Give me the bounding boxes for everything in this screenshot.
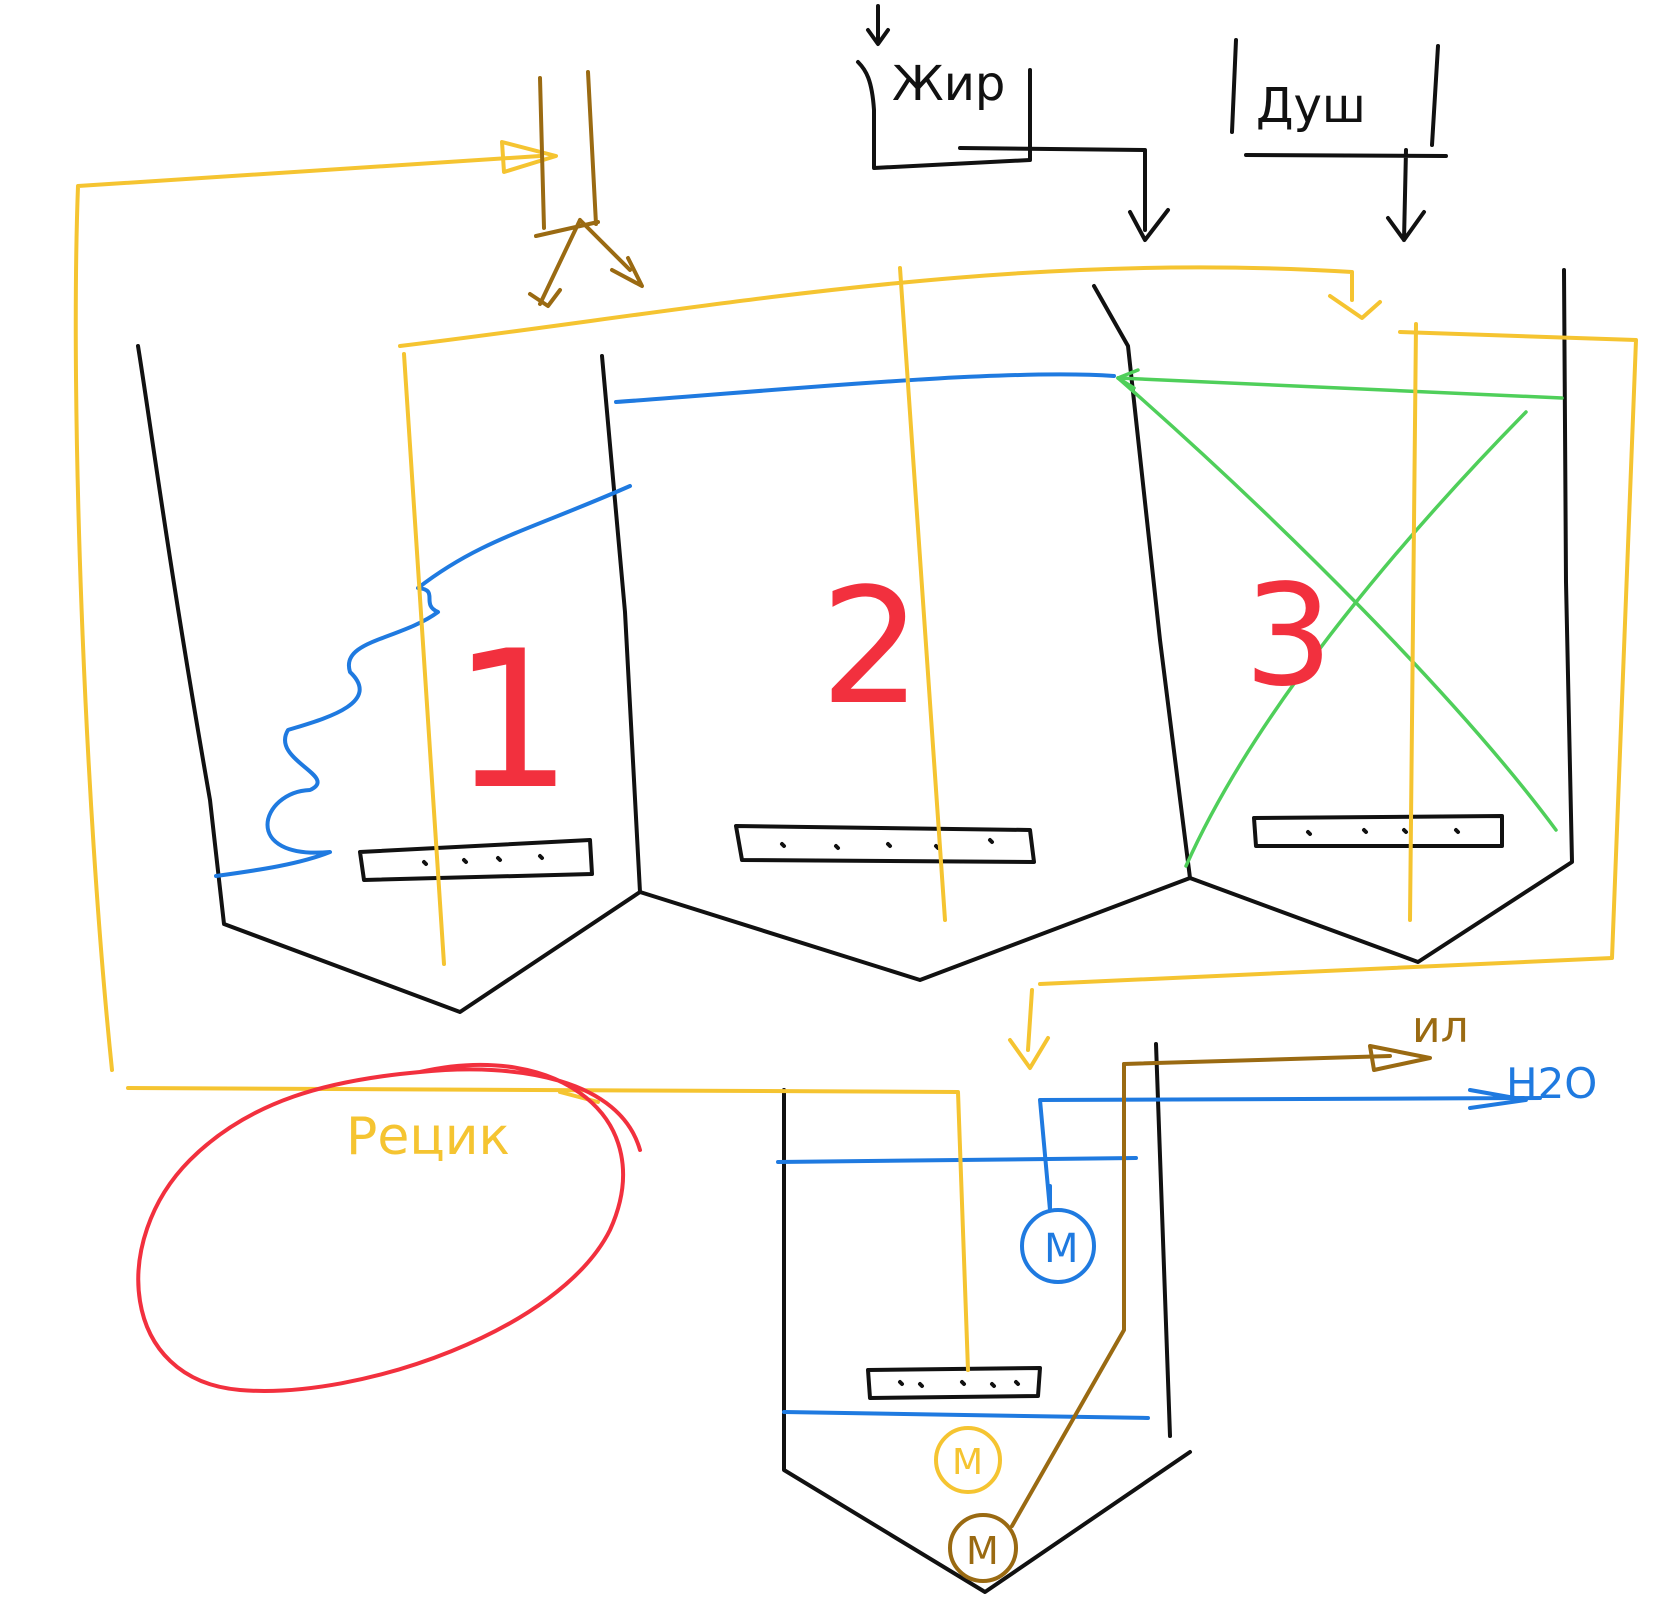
source-right-label: Душ (1256, 78, 1366, 134)
sludge-lines (528, 70, 1432, 1528)
diffuser-tank-1 (358, 838, 594, 882)
motor-yellow-label: M (952, 1442, 983, 1483)
recirc-label: Рецик (346, 1107, 510, 1167)
recirculation-lines (73, 140, 1638, 1372)
highlight-ellipse (136, 1062, 642, 1393)
mixing-lines (1116, 368, 1564, 868)
tank-2-number: 2 (820, 553, 922, 740)
clarifier-outline (782, 1042, 1192, 1594)
water-out-label: H2O (1506, 1059, 1597, 1108)
tank-1-number: 1 (452, 610, 573, 831)
source-right-box (1230, 38, 1448, 242)
source-left-label: Жир (892, 56, 1005, 112)
sludge-out-label: ил (1412, 1002, 1469, 1053)
motor-brown (948, 1513, 1018, 1583)
tank-1-outline (136, 344, 642, 1014)
tank-3-outline (1188, 268, 1574, 964)
diffuser-tank-2 (734, 824, 1036, 864)
motor-brown-label: M (966, 1529, 999, 1573)
motor-yellow (934, 1426, 1002, 1494)
tank-2-outline (638, 284, 1192, 982)
source-left-box (856, 4, 1170, 242)
motor-blue-label: M (1044, 1226, 1079, 1272)
motor-blue (1020, 1208, 1096, 1284)
diffuser-clarifier (866, 1366, 1042, 1400)
diffuser-tank-3 (1252, 814, 1504, 848)
tank-3-number: 3 (1244, 555, 1333, 718)
